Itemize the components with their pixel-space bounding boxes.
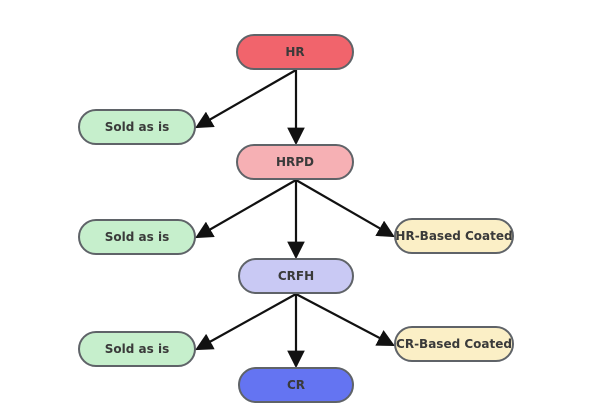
node-sold-as-is-3: Sold as is	[78, 331, 196, 367]
node-hr-based-coated-label: HR-Based Coated	[395, 229, 513, 243]
node-crfh-label: CRFH	[277, 269, 315, 283]
node-sold-as-is-3-label: Sold as is	[104, 342, 170, 356]
node-cr: CR	[238, 367, 354, 403]
edge-hr-to-sold-as-is-1	[195, 69, 297, 129]
node-sold-as-is-2-label: Sold as is	[104, 230, 170, 244]
node-sold-as-is-2: Sold as is	[78, 219, 196, 255]
node-hr-label: HR	[285, 45, 305, 59]
node-cr-based-coated: CR-Based Coated	[394, 326, 514, 362]
node-sold-as-is-1: Sold as is	[78, 109, 196, 145]
node-crfh: CRFH	[238, 258, 354, 294]
node-cr-based-coated-label: CR-Based Coated	[396, 337, 512, 351]
node-hrpd: HRPD	[236, 144, 354, 180]
edge-crfh-to-sold-as-is-3	[195, 293, 297, 351]
node-hr: HR	[236, 34, 354, 70]
edge-hrpd-to-hr-based-coated	[295, 179, 395, 238]
node-sold-as-is-1-label: Sold as is	[104, 120, 170, 134]
node-cr-label: CR	[286, 378, 306, 392]
edge-crfh-to-cr-based-coated	[295, 293, 395, 347]
node-hrpd-label: HRPD	[275, 155, 315, 169]
node-hr-based-coated: HR-Based Coated	[394, 218, 514, 254]
edge-hrpd-to-sold-as-is-2	[195, 179, 297, 239]
